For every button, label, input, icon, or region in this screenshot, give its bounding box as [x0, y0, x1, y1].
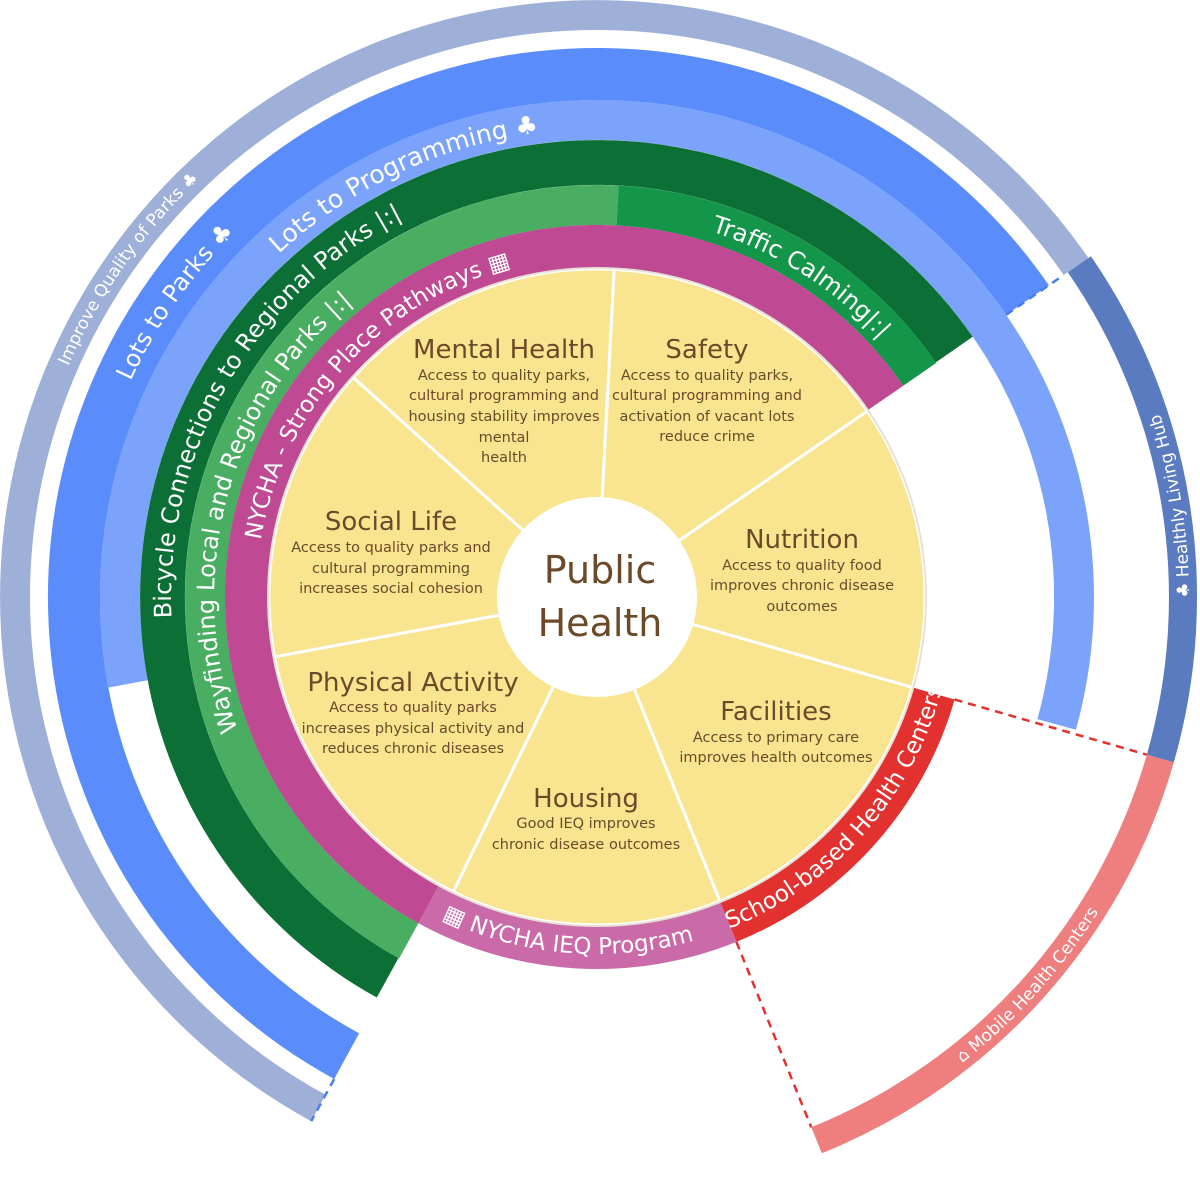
health-pie — [267, 267, 927, 927]
slice-text: activation of vacant lots — [620, 409, 795, 425]
slice-text: increases social cohesion — [299, 581, 483, 597]
pie-slice-physical-activity — [272, 594, 600, 894]
slice-text: cultural programming and — [409, 388, 599, 404]
slice-text: reduce crime — [659, 429, 755, 445]
slice-title: Housing — [533, 784, 639, 814]
center-title-line1: Public — [544, 548, 656, 592]
slice-physical-activity: Physical Activity Access to quality park… — [302, 668, 525, 757]
slice-housing: Housing Good IEQ improves chronic diseas… — [492, 784, 680, 853]
slice-social-life: Social Life Access to quality parks and … — [291, 507, 491, 597]
slice-text: Access to quality parks, — [621, 368, 793, 384]
slice-text: increases physical activity and — [302, 721, 525, 737]
slice-text: Access to primary care — [693, 730, 859, 746]
center-title-line2: Health — [538, 601, 663, 645]
slice-text: improves health outcomes — [679, 750, 872, 766]
ring-band-nycha-ieq — [418, 884, 737, 969]
slice-text: Access to quality food — [722, 558, 882, 574]
dashed-connector — [1005, 273, 1065, 316]
slice-text: chronic disease outcomes — [492, 837, 680, 853]
slice-text: mental — [479, 430, 530, 446]
tree-icon: ♣ — [1174, 577, 1194, 598]
ring-band-mobile-health — [811, 754, 1174, 1154]
slice-title: Nutrition — [745, 525, 859, 555]
slice-text: Access to quality parks — [329, 700, 497, 716]
pie-outline — [267, 267, 927, 927]
slice-facilities: Facilities Access to primary care improv… — [679, 697, 872, 766]
ring-band-healthy-living-hub — [1067, 256, 1198, 763]
slice-safety: Safety Access to quality parks, cultural… — [612, 335, 802, 445]
ring-band-wayfinding — [184, 185, 619, 959]
slice-title: Social Life — [325, 507, 457, 537]
slice-title: Mental Health — [413, 335, 595, 365]
program-rings — [0, 0, 1198, 1154]
slice-title: Physical Activity — [307, 668, 518, 698]
slice-text: cultural programming and — [612, 388, 802, 404]
center-circle — [497, 497, 697, 697]
slice-text: reduces chronic diseases — [322, 741, 504, 757]
slice-text: cultural programming — [312, 561, 470, 577]
ring-band-traffic-calming — [616, 185, 937, 386]
slice-text: health — [481, 450, 527, 466]
slice-text: Good IEQ improves — [516, 816, 655, 832]
slice-nutrition: Nutrition Access to quality food improve… — [710, 525, 894, 615]
slice-title: Safety — [665, 335, 748, 365]
slice-text: Access to quality parks and — [291, 540, 491, 556]
slice-text: Access to quality parks, — [418, 368, 590, 384]
slice-text: housing stability improves — [408, 409, 599, 425]
dashed-connector — [954, 698, 1148, 756]
slice-mental-health: Mental Health Access to quality parks, c… — [408, 335, 599, 466]
tree-icon: ♣ — [505, 110, 540, 144]
connector-dashes — [310, 273, 1148, 1128]
slice-title: Facilities — [720, 697, 831, 727]
slice-text: improves chronic disease — [710, 578, 894, 594]
pie-slice-housing — [451, 593, 722, 927]
slice-text: outcomes — [766, 599, 837, 615]
ring-band-school-health — [719, 687, 955, 942]
dashed-connector — [735, 941, 813, 1128]
ring-label-mobile-health-centers: ⌂ Mobile Health Centers — [953, 903, 1103, 1067]
